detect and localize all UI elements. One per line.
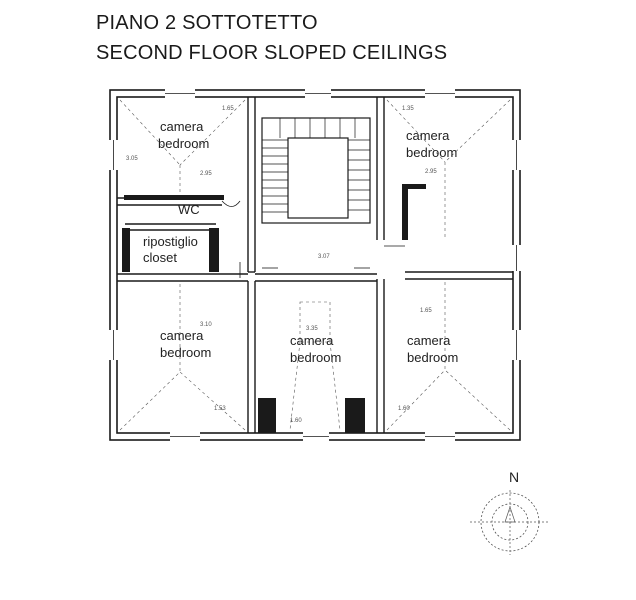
room-label-top-right: camera — [406, 128, 450, 143]
room-label-top-right-en: bedroom — [406, 145, 457, 160]
plan-title-italian: PIANO 2 SOTTOTETTO — [96, 12, 318, 34]
room-label-bottom-right: camera — [407, 333, 451, 348]
room-label-bottom-center: camera — [290, 333, 334, 348]
dim-label: 3.10 — [200, 322, 212, 328]
dim-label: 1.60 — [290, 418, 302, 424]
north-label: N — [509, 469, 519, 485]
dim-label: 1.35 — [402, 106, 414, 112]
room-label-closet-en: closet — [143, 250, 177, 265]
dim-label: 3.35 — [306, 326, 318, 332]
room-label-bottom-left-en: bedroom — [160, 345, 211, 360]
room-labels: camera bedroom WC ripostiglio closet cam… — [143, 119, 458, 365]
bold-partitions — [122, 184, 426, 433]
room-label-bottom-right-en: bedroom — [407, 350, 458, 365]
stairwell — [261, 117, 371, 224]
dim-label: 1.65 — [420, 308, 432, 314]
room-label-bottom-left: camera — [160, 328, 204, 343]
plan-title-english: SECOND FLOOR SLOPED CEILINGS — [96, 42, 448, 64]
room-label-bottom-center-en: bedroom — [290, 350, 341, 365]
dimension-labels: 1.65 2.95 1.35 2.95 3.07 3.10 3.35 1.65 … — [126, 106, 437, 424]
window-openings — [108, 88, 522, 442]
compass-rose-icon: N — [470, 469, 550, 555]
dim-label: 3.05 — [126, 156, 138, 162]
dim-label: 1.65 — [222, 106, 234, 112]
dim-label: 1.60 — [398, 406, 410, 412]
dim-label: 2.95 — [200, 171, 212, 177]
door-openings — [221, 200, 405, 278]
slope-lines — [119, 99, 511, 431]
dim-label: 2.95 — [425, 169, 437, 175]
dim-label: 1.53 — [214, 406, 226, 412]
room-label-top-left: camera — [160, 119, 204, 134]
room-label-top-left-en: bedroom — [158, 136, 209, 151]
dim-label: 3.07 — [318, 254, 330, 260]
room-label-wc: WC — [178, 202, 200, 217]
room-label-closet-it: ripostiglio — [143, 234, 198, 249]
